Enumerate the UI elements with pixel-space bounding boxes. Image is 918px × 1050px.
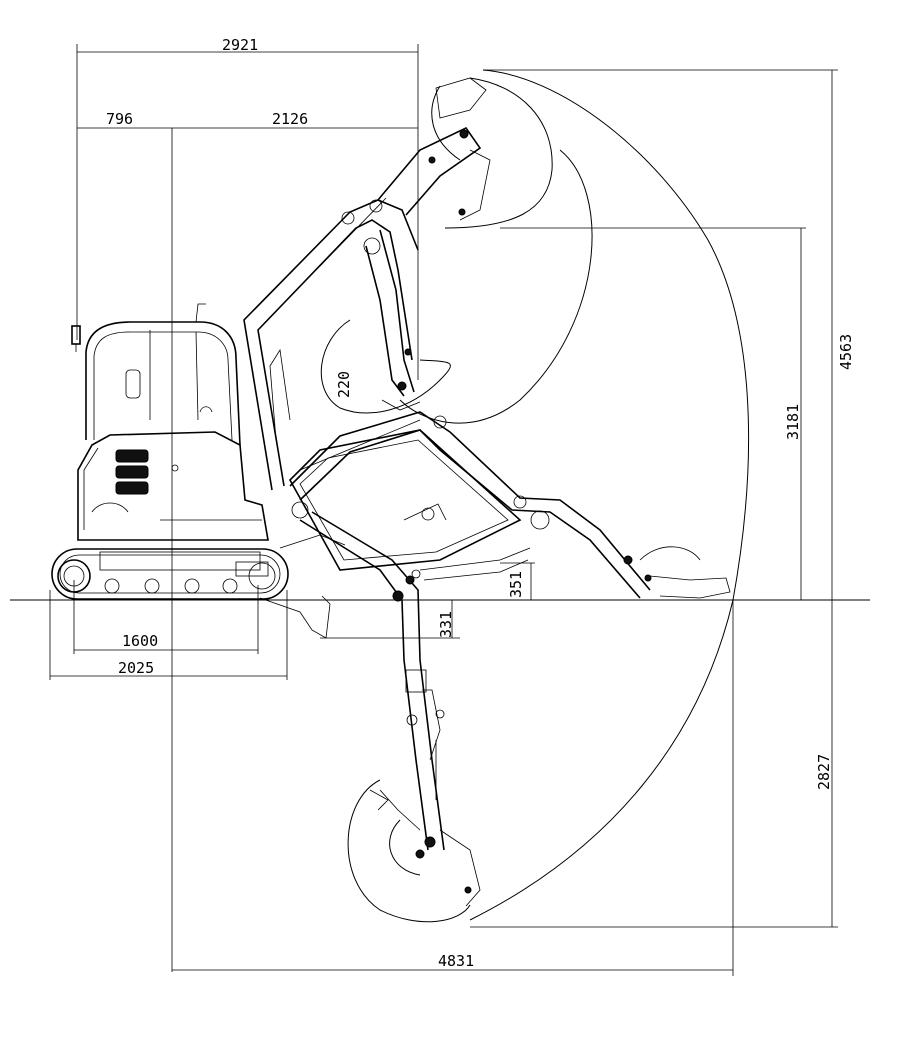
dimension-2025: 2025 — [49, 590, 288, 680]
dimension-331: 331 — [320, 600, 460, 639]
dimension-3181: 3181 — [500, 227, 806, 600]
dimension-2921: 2921 — [76, 36, 419, 380]
svg-text:2827: 2827 — [815, 754, 833, 790]
operator-cab — [71, 303, 241, 446]
boom-raised — [243, 77, 491, 491]
svg-text:3181: 3181 — [784, 404, 802, 440]
dimension-1600: 1600 — [73, 580, 259, 654]
svg-text:2921: 2921 — [222, 36, 258, 54]
working-range-envelope — [469, 69, 750, 921]
bucket-arc-swing-220 — [320, 319, 451, 414]
bucket-arc-upper-small — [431, 85, 461, 161]
dimension-2827: 2827 — [470, 600, 838, 928]
svg-text:1600: 1600 — [122, 632, 158, 650]
blade-cylinder — [411, 547, 531, 581]
svg-text:4831: 4831 — [438, 952, 474, 970]
svg-text:2025: 2025 — [118, 659, 154, 677]
bucket-arc-lower — [347, 779, 471, 923]
crawler-track — [51, 548, 289, 600]
swing-angle-label: 220 — [335, 371, 353, 398]
dimension-796: 796 — [77, 110, 172, 129]
boom-deep-dig — [299, 511, 481, 907]
bucket-arc-right-mid — [399, 149, 593, 424]
bucket-arc-top — [444, 77, 553, 229]
svg-text:331: 331 — [437, 611, 455, 638]
svg-text:2126: 2126 — [272, 110, 308, 128]
dimension-351: 351 — [500, 562, 535, 600]
upper-structure — [77, 431, 269, 541]
bucket-arc-lower-inner — [389, 819, 421, 876]
boom-lowered-frame — [289, 429, 522, 571]
arm-mid-down — [365, 229, 421, 411]
dimension-4563: 4563 — [483, 69, 855, 600]
svg-text:4563: 4563 — [837, 334, 855, 370]
svg-text:796: 796 — [106, 110, 133, 128]
dimension-2126: 2126 — [172, 110, 418, 129]
svg-text:351: 351 — [507, 571, 525, 598]
boom-extended — [289, 411, 731, 599]
dimension-4831: 4831 — [172, 600, 734, 976]
